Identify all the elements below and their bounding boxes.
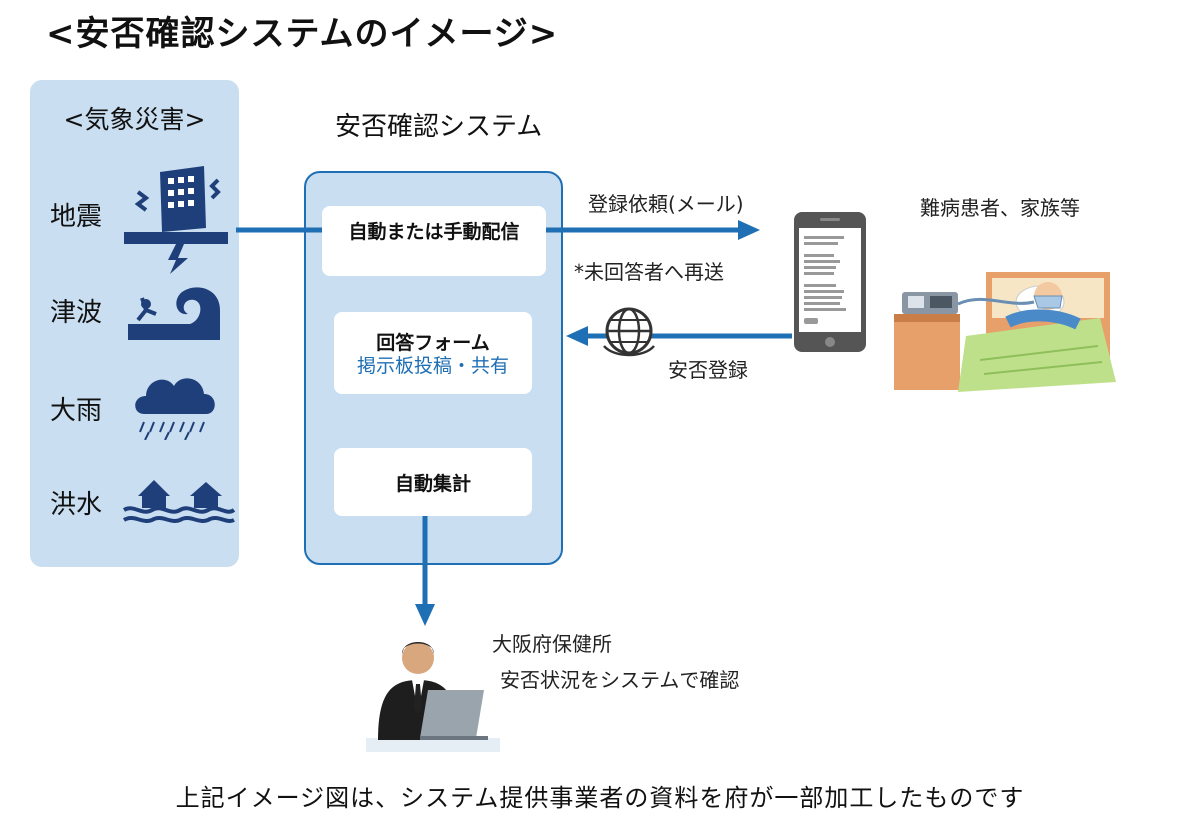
- health-center-action: 安否状況をシステムで確認: [500, 668, 740, 692]
- hazard-label-flood: 洪水: [50, 490, 103, 520]
- answer-form-label: 回答フォーム: [376, 331, 490, 354]
- hazard-label-earthquake: 地震: [50, 202, 103, 232]
- auto-delivery-label: 自動または手動配信: [348, 220, 520, 243]
- patient-label: 難病患者、家族等: [920, 196, 1080, 220]
- globe-icon: [603, 307, 655, 357]
- smartphone-icon: [794, 212, 866, 352]
- register-arrow-head: [566, 326, 588, 346]
- page-title: <安否確認システムのイメージ>: [46, 14, 559, 54]
- tsunami-icon: [128, 287, 220, 340]
- officer-at-laptop-illustration: [366, 642, 500, 752]
- register-label: 安否登録: [668, 358, 748, 382]
- bulletin-label: 掲示板投稿・共有: [356, 354, 509, 377]
- heavy-rain-icon: [135, 378, 215, 440]
- answer-form-box: 回答フォーム 掲示板投稿・共有: [334, 312, 532, 394]
- resend-note: *未回答者へ再送: [574, 260, 724, 284]
- auto-count-box: 自動集計: [334, 448, 532, 516]
- flood-icon: [122, 480, 236, 523]
- system-title: 安否確認システム: [335, 112, 543, 142]
- patient-bed-illustration: [894, 272, 1116, 392]
- count-to-center-arrow-head: [415, 604, 435, 626]
- earthquake-icon: [124, 166, 228, 274]
- request-label: 登録依頼(メール): [588, 192, 744, 216]
- auto-delivery-box: 自動または手動配信: [322, 206, 546, 276]
- image-caption: 上記イメージ図は、システム提供事業者の資料を府が一部加工したものです: [175, 784, 1025, 812]
- auto-count-label: 自動集計: [394, 472, 471, 495]
- request-arrow-head: [738, 220, 760, 240]
- hazard-label-tsunami: 津波: [50, 298, 103, 328]
- hazard-label-heavy-rain: 大雨: [50, 396, 103, 426]
- disaster-panel-title: <気象災害>: [63, 105, 206, 134]
- health-center-name: 大阪府保健所: [492, 632, 612, 656]
